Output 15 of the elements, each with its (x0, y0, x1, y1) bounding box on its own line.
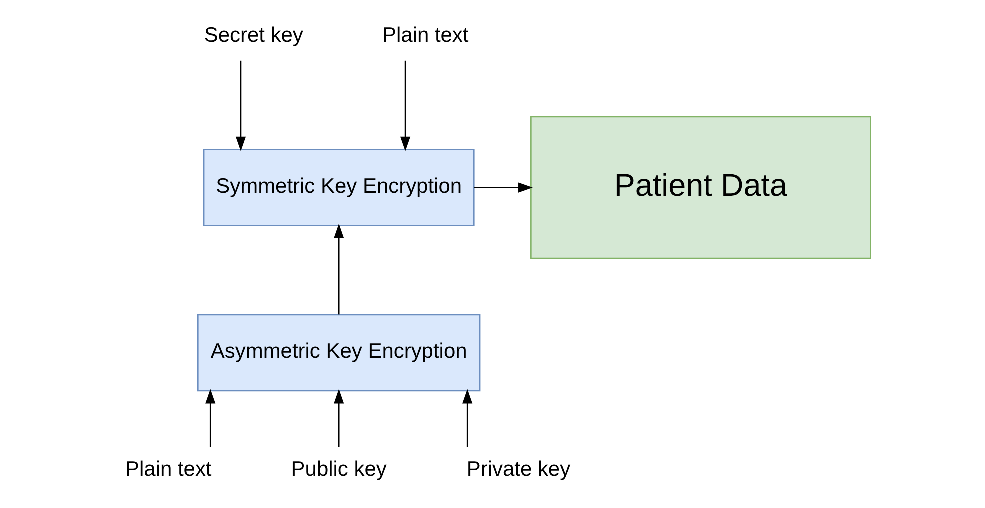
node-text: Secret key (204, 24, 304, 47)
node-text: Private key (466, 458, 571, 481)
arrow (334, 224, 344, 315)
arrow (474, 182, 533, 193)
arrow (400, 60, 411, 152)
node-text: Plain text (126, 458, 212, 481)
node-box: Patient Data (530, 116, 872, 260)
arrow (462, 389, 473, 448)
node-text: Public key (291, 458, 387, 481)
arrow (334, 389, 344, 448)
arrow (236, 60, 246, 152)
node-box: Symmetric Key Encryption (203, 149, 475, 226)
node-box: Asymmetric Key Encryption (198, 314, 481, 392)
node-text: Plain text (382, 24, 469, 47)
arrow (206, 389, 216, 448)
